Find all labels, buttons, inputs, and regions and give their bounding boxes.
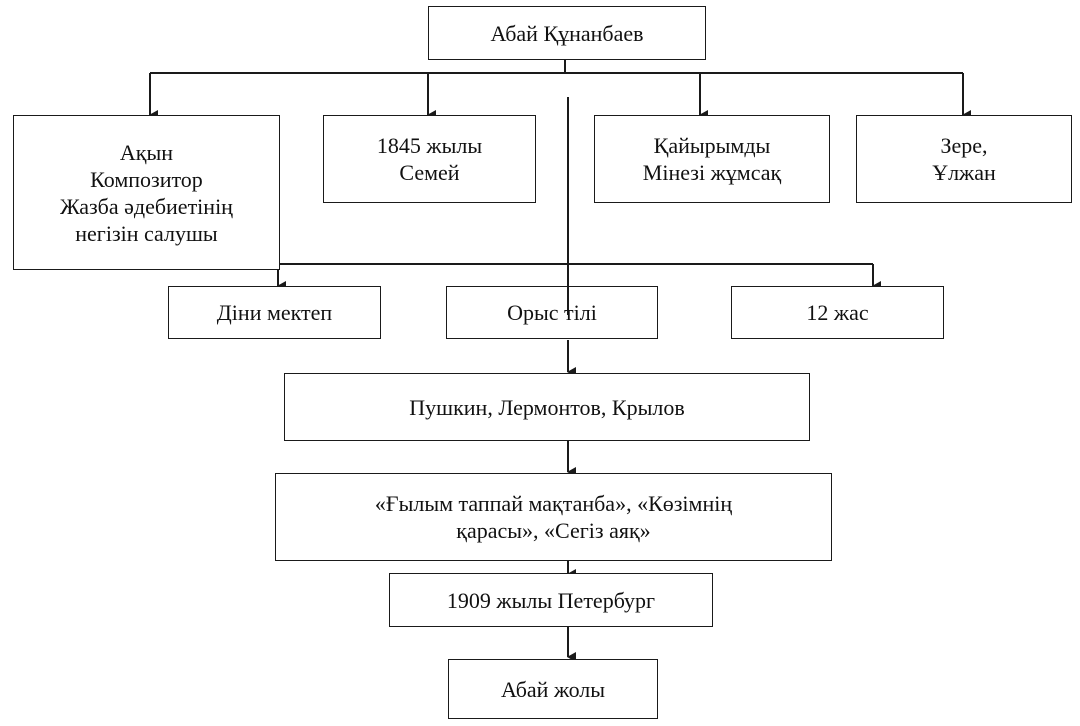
works-box: «Ғылым таппай мақтанба», «Көзімнің қарас… bbox=[275, 473, 832, 561]
character-line-1: Қайырымды bbox=[653, 133, 771, 158]
publication-label: 1909 жылы Петербург bbox=[446, 587, 656, 613]
family-line-2: Ұлжан bbox=[932, 160, 996, 185]
birth-line-2: Семей bbox=[399, 160, 460, 185]
russian-language-box: Орыс тілі bbox=[446, 286, 658, 339]
root-box: Абай Құнанбаев bbox=[428, 6, 706, 60]
roles-line-1: Ақын bbox=[119, 139, 174, 165]
character-box: Қайырымды Мінезі жұмсақ bbox=[594, 115, 830, 203]
religious-school-label: Діни мектеп bbox=[216, 300, 333, 325]
roles-line-2: Композитор bbox=[90, 166, 203, 192]
family-box: Зере, Ұлжан bbox=[856, 115, 1072, 203]
root-label: Абай Құнанбаев bbox=[490, 20, 644, 46]
works-line-2: қарасы», «Сегіз аяқ» bbox=[456, 518, 651, 543]
works-line-1: «Ғылым таппай мақтанба», «Көзімнің bbox=[374, 491, 733, 516]
roles-line-4: негізін салушы bbox=[75, 220, 218, 246]
age-box: 12 жас bbox=[731, 286, 944, 339]
roles-line-3: Жазба әдебиетінің bbox=[60, 193, 233, 219]
poets-box: Пушкин, Лермонтов, Крылов bbox=[284, 373, 810, 441]
novel-label: Абай жолы bbox=[500, 676, 606, 702]
poets-label: Пушкин, Лермонтов, Крылов bbox=[409, 394, 685, 420]
novel-box: Абай жолы bbox=[448, 659, 658, 719]
family-line-1: Зере, bbox=[940, 133, 988, 158]
publication-box: 1909 жылы Петербург bbox=[389, 573, 713, 627]
age-label: 12 жас bbox=[806, 300, 869, 325]
russian-language-label: Орыс тілі bbox=[507, 300, 597, 325]
religious-school-box: Діни мектеп bbox=[168, 286, 381, 339]
roles-box: Ақын Композитор Жазба әдебиетінің негізі… bbox=[13, 115, 280, 270]
birth-line-1: 1845 жылы bbox=[376, 133, 483, 158]
character-line-2: Мінезі жұмсақ bbox=[642, 160, 782, 185]
birth-box: 1845 жылы Семей bbox=[323, 115, 536, 203]
